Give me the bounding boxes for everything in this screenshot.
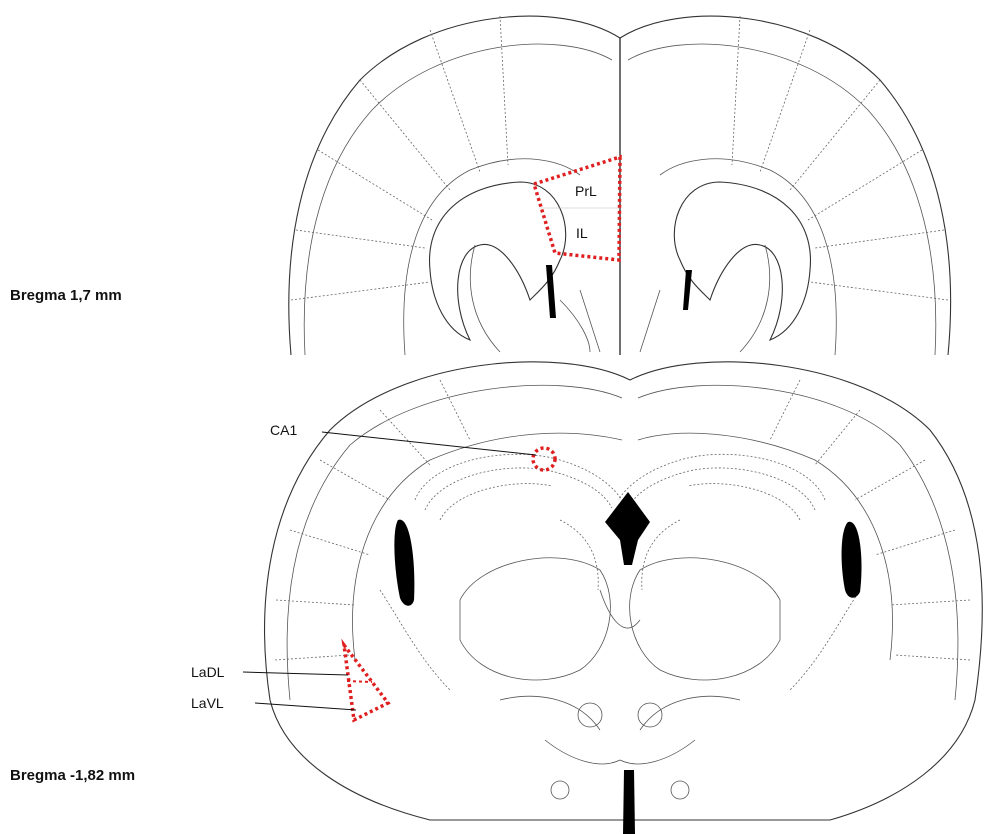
bottom-ventricle-right: [842, 522, 862, 598]
region-label-ca1: CA1: [270, 422, 297, 438]
ca1-leader-line: [322, 432, 536, 455]
top-cortex-divisions-right: [732, 16, 948, 300]
ca1-roi: [533, 448, 555, 470]
bottom-inner-regions: [380, 520, 860, 690]
bottom-ventricle-left: [394, 520, 414, 606]
top-forceps-right: [674, 182, 810, 340]
region-label-il: IL: [576, 225, 588, 241]
top-cortex-divisions-left: [291, 16, 508, 300]
top-forceps-left: [430, 182, 566, 340]
lavl-leader-line: [255, 703, 356, 710]
ladl-leader-line: [243, 672, 348, 675]
bottom-cortex-divisions-left: [275, 380, 470, 660]
bottom-cortex-outline: [265, 362, 983, 820]
bottom-thalamus: [460, 558, 780, 799]
region-label-prl: PrL: [575, 183, 597, 199]
bottom-hippocampus-right: [618, 454, 825, 520]
section-label-top: Bregma 1,7 mm: [10, 287, 122, 304]
section-top-coronal: PrL IL: [289, 16, 951, 355]
bottom-hippocampus-left: [415, 454, 622, 520]
region-label-lavl: LaVL: [191, 695, 224, 711]
section-bottom-coronal: [265, 362, 983, 834]
top-ventricle-left: [546, 265, 556, 318]
bottom-ventricle-third: [605, 492, 650, 565]
bottom-ventricle-aqueduct: [623, 770, 635, 834]
region-label-ladl: LaDL: [191, 664, 225, 680]
section-label-bottom: Bregma -1,82 mm: [10, 767, 135, 784]
ladl-lavl-divider: [347, 681, 372, 682]
top-ventricle-right: [683, 270, 692, 310]
